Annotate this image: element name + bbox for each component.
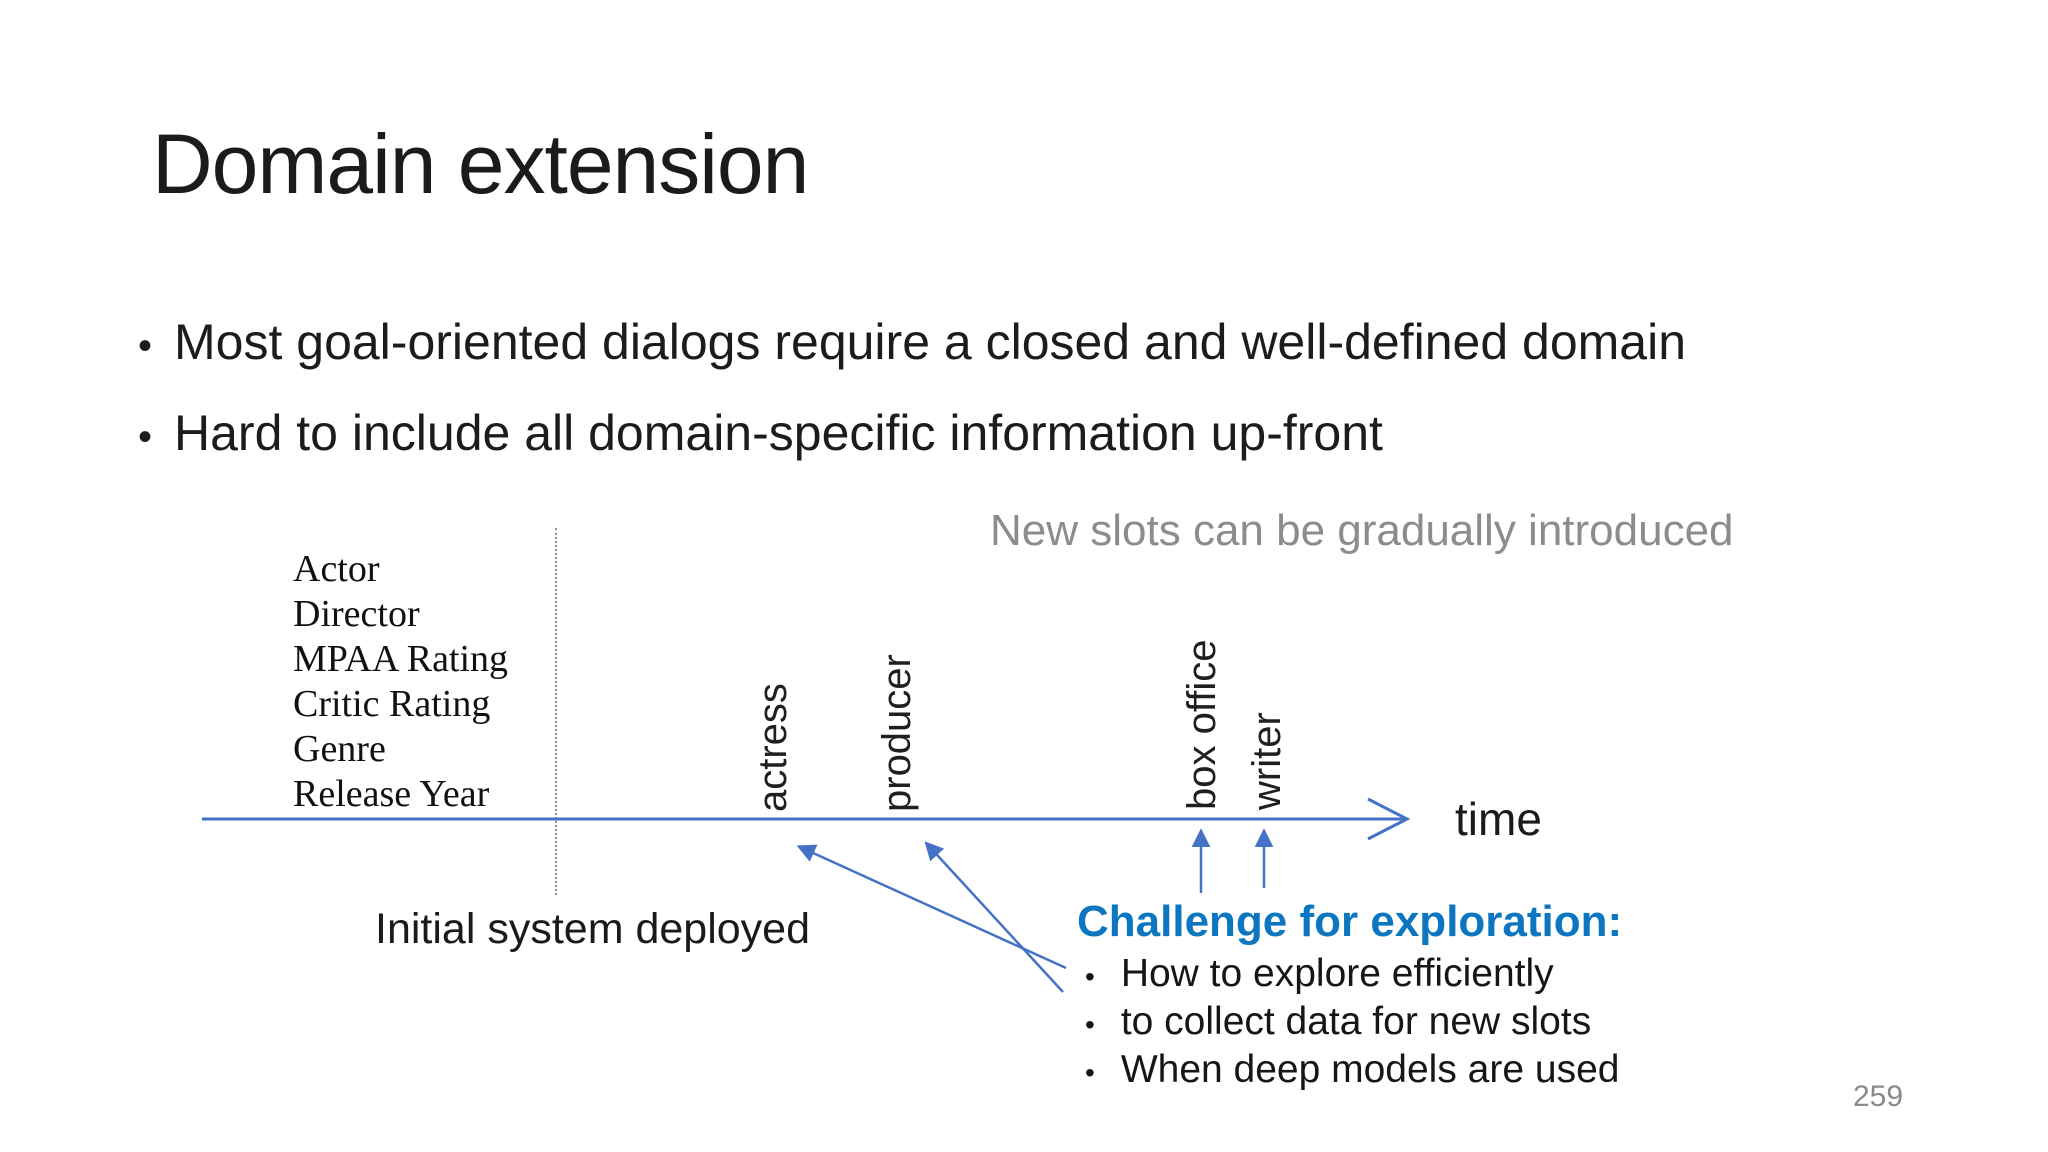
slot-item: Director — [293, 593, 420, 635]
bullet-text: Most goal-oriented dialogs require a clo… — [174, 314, 1687, 370]
slot-item: Actor — [293, 548, 380, 590]
slot-item: Release Year — [293, 773, 490, 815]
challenge-block: Challenge for exploration: • How to expl… — [1077, 897, 1622, 1095]
new-slots-note: New slots can be gradually introduced — [990, 506, 1734, 555]
time-axis-label: time — [1455, 793, 1542, 845]
arrow-to-actress-icon — [796, 844, 1067, 970]
arrow-to-producer-icon — [924, 841, 1064, 993]
challenge-item-text: How to explore efficiently — [1120, 952, 1554, 995]
initial-system-deployed-label: Initial system deployed — [375, 905, 810, 953]
new-slot-label-writer: writer — [1245, 712, 1289, 810]
bullet-list: • Most goal-oriented dialogs require a c… — [138, 312, 1686, 494]
challenge-heading: Challenge for exploration: — [1077, 897, 1623, 946]
challenge-item: • How to explore efficiently — [1077, 951, 1622, 999]
bullet-item: • Hard to include all domain-specific in… — [138, 403, 1686, 467]
new-slot-label-box-office: box office — [1180, 639, 1224, 811]
bullet-dot: • — [138, 324, 153, 368]
new-slot-label-producer: producer — [875, 654, 919, 812]
bullet-text: Hard to include all domain-specific info… — [174, 405, 1383, 461]
bullet-dot: • — [1085, 961, 1095, 992]
challenge-item-text: When deep models are used — [1120, 1048, 1620, 1091]
deployment-divider-line — [555, 528, 557, 895]
page-number: 259 — [1853, 1080, 1904, 1113]
bullet-dot: • — [1085, 1057, 1095, 1088]
page-title: Domain extension — [152, 117, 809, 211]
new-slot-label-actress: actress — [751, 683, 795, 812]
challenge-item: • to collect data for new slots — [1077, 999, 1622, 1047]
slot-item: MPAA Rating — [293, 638, 509, 680]
challenge-item-text: to collect data for new slots — [1120, 1000, 1592, 1043]
time-axis-arrowhead-icon — [1367, 797, 1411, 841]
initial-slot-list: Actor Director MPAA Rating Critic Rating… — [293, 547, 508, 817]
challenge-item: • When deep models are used — [1077, 1047, 1622, 1095]
bullet-dot: • — [1085, 1009, 1095, 1040]
bullet-dot: • — [138, 415, 153, 459]
challenge-list: • How to explore efficiently • to collec… — [1077, 951, 1622, 1095]
slot-item: Critic Rating — [293, 683, 491, 725]
bullet-item: • Most goal-oriented dialogs require a c… — [138, 312, 1686, 376]
slot-item: Genre — [293, 728, 386, 770]
